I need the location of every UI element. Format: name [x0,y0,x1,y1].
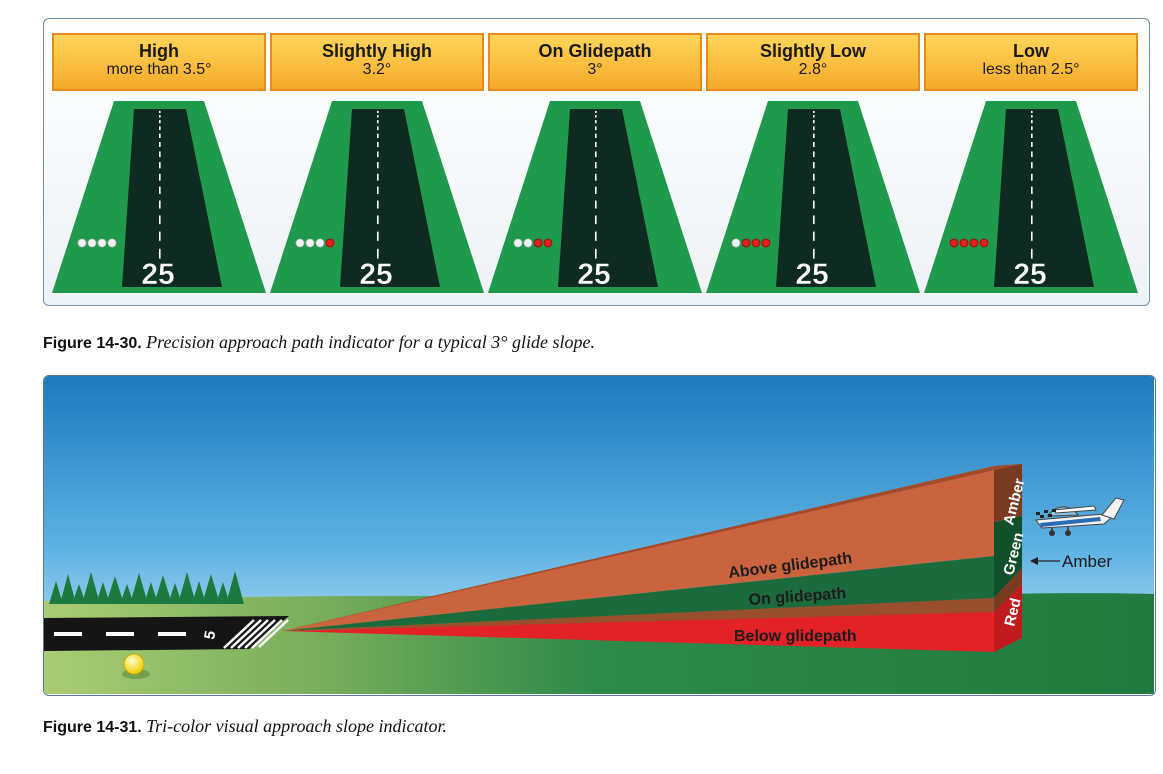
papi-light-white [97,238,107,248]
papi-figure-panel: High more than 3.5° 25 Slightly High 3.2… [43,18,1150,306]
papi-light-white [295,238,305,248]
papi-light-red [543,238,553,248]
papi-label-slightly-high: Slightly High 3.2° [270,33,484,91]
runway-number: 25 [795,258,828,291]
runway-centerline [159,111,161,259]
papi-lights [77,238,117,248]
papi-light-red [325,238,335,248]
amber-face [994,464,1022,522]
runway-number: 25 [359,258,392,291]
papi-runway-scene: 25 [924,101,1138,293]
runway [122,109,222,287]
papi-label-subtitle: 3.2° [362,61,392,78]
amber-callout-arrow [1030,557,1038,565]
papi-light-red [533,238,543,248]
papi-light-white [513,238,523,248]
runway [994,109,1094,287]
papi-label-subtitle: 3° [587,61,603,78]
papi-label-title: Low [1013,41,1049,61]
papi-column-slightly-high: Slightly High 3.2° 25 [270,33,484,305]
vasi-figure-panel: 5 Amber Green Red Above glidepath On gli… [43,375,1156,696]
papi-runway-scene: 25 [270,101,484,293]
papi-label-on-glidepath: On Glidepath 3° [488,33,702,91]
papi-light-red [751,238,761,248]
transition-band [282,598,994,631]
papi-light-red [959,238,969,248]
papi-label-subtitle: 2.8° [798,61,828,78]
vasi-caption-text: Tri-color visual approach slope indicato… [146,716,447,736]
papi-label-high: High more than 3.5° [52,33,266,91]
runway-centerline [1031,111,1033,259]
threshold-markings [223,619,289,649]
on-glidepath-band [282,556,994,631]
papi-label-subtitle: more than 3.5° [106,61,212,78]
papi-light-white [77,238,87,248]
papi-column-low: Low less than 2.5° 25 [924,33,1138,305]
red-face-upper [994,568,1022,612]
papi-column-slightly-low: Slightly Low 2.8° 25 [706,33,920,305]
papi-runway-scene: 25 [488,101,702,293]
green-face [994,516,1022,598]
runway [340,109,440,287]
below-glidepath-label: Below glidepath [734,628,857,645]
papi-light-white [107,238,117,248]
papi-light-red [969,238,979,248]
papi-label-low: Low less than 2.5° [924,33,1138,91]
runway-centerline [595,111,597,259]
papi-lights [949,238,989,248]
papi-label-subtitle: less than 2.5° [982,61,1080,78]
vasi-runway-number: 5 [201,629,219,640]
papi-light-red [949,238,959,248]
papi-label-title: High [139,41,179,61]
airplane-icon [1035,497,1125,536]
runway [776,109,876,287]
papi-light-white [315,238,325,248]
runway-number: 25 [577,258,610,291]
papi-lights [513,238,553,248]
papi-light-red [741,238,751,248]
papi-light-white [305,238,315,248]
papi-runway-scene: 25 [52,101,266,293]
papi-label-title: On Glidepath [538,41,652,61]
face-label-red: Red [1001,596,1024,628]
papi-light-red [979,238,989,248]
runway-number: 25 [1013,258,1046,291]
papi-column-high: High more than 3.5° 25 [52,33,266,305]
papi-label-slightly-low: Slightly Low 2.8° [706,33,920,91]
papi-light-white [523,238,533,248]
papi-runway-scene: 25 [706,101,920,293]
papi-caption-text: Precision approach path indicator for a … [146,332,595,352]
papi-label-title: Slightly Low [760,41,866,61]
papi-light-white [87,238,97,248]
papi-column-on-glidepath: On Glidepath 3° 25 [488,33,702,305]
vasi-light-unit [123,653,145,675]
papi-light-red [761,238,771,248]
papi-lights [295,238,335,248]
runway [558,109,658,287]
runway-number: 25 [141,258,174,291]
papi-caption-figure-number: Figure 14-30. [43,335,142,352]
beam-top-edge [282,464,1022,631]
papi-label-title: Slightly High [322,41,432,61]
amber-callout-label: Amber [1062,552,1112,571]
papi-lights [731,238,771,248]
vasi-caption: Figure 14-31. Tri-color visual approach … [43,716,447,737]
tree-line [49,571,244,604]
papi-light-white [731,238,741,248]
red-face [994,584,1022,652]
vasi-caption-figure-number: Figure 14-31. [43,719,142,736]
vasi-illustration: 5 Amber Green Red Above glidepath On gli… [44,376,1154,694]
below-glidepath-band [282,612,994,652]
papi-caption: Figure 14-30. Precision approach path in… [43,332,595,353]
runway-centerline [54,632,186,636]
runway-centerline [377,111,379,259]
on-glidepath-label: On glidepath [748,585,847,609]
runway-centerline [813,111,815,259]
